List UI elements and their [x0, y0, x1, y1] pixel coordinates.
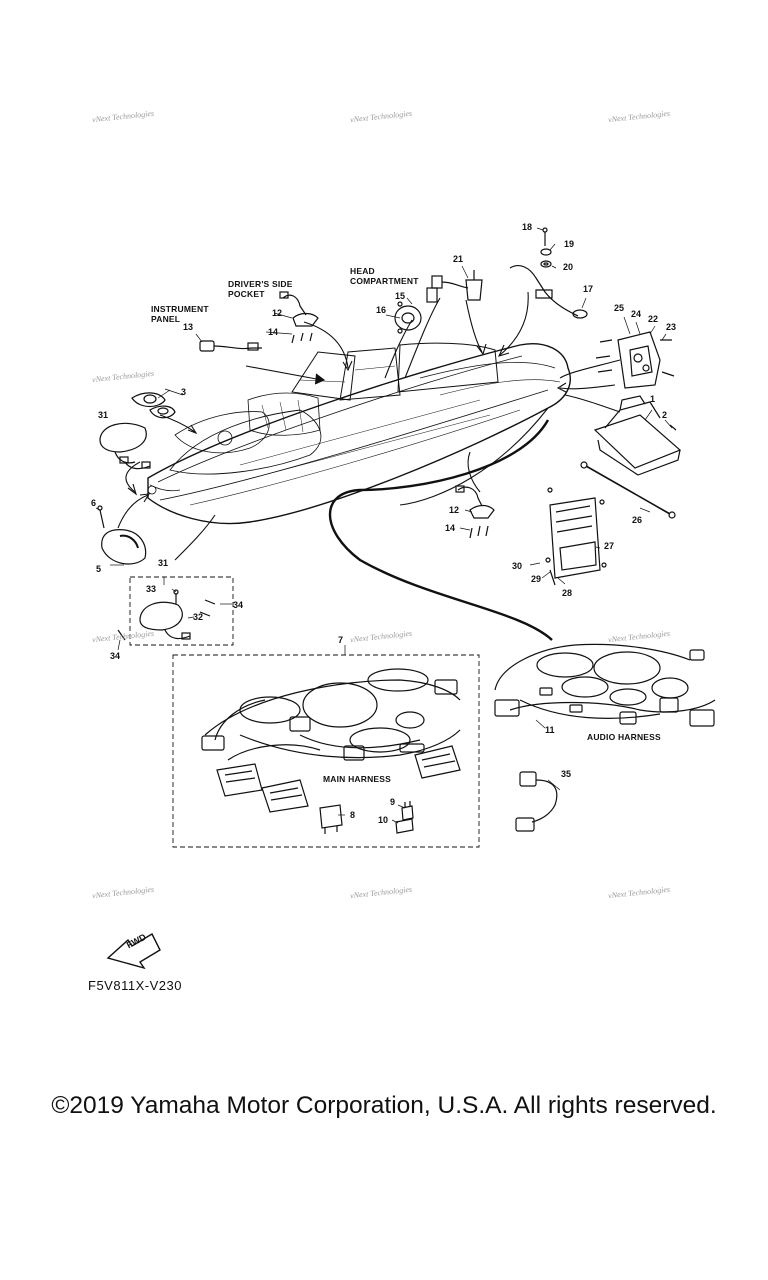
part-number: 34 [233, 600, 244, 610]
part-number: 22 [648, 314, 659, 324]
part-number: 18 [522, 222, 533, 232]
part-number: 30 [512, 561, 523, 571]
part-number: 26 [632, 515, 643, 525]
part-number: 16 [376, 305, 387, 315]
caption-main-harness: MAIN HARNESS [323, 774, 392, 784]
part-5-cap [97, 505, 147, 565]
part-26-rod [580, 461, 676, 519]
caption-audio-harness: AUDIO HARNESS [587, 732, 661, 742]
part-number: 35 [561, 769, 572, 779]
part-12-14-lower [455, 485, 495, 539]
part-number: 34 [110, 651, 121, 661]
part-number: 17 [583, 284, 594, 294]
part-number: 13 [183, 322, 194, 332]
part-number: 14 [445, 523, 456, 533]
part-32-light [117, 589, 216, 641]
part-number: 20 [563, 262, 574, 272]
part-number: 33 [146, 584, 157, 594]
boat-hull [147, 342, 571, 525]
part-number: 27 [604, 541, 615, 551]
part-number: 15 [395, 291, 406, 301]
leader-arrows [117, 291, 621, 641]
part-17-20-antenna [509, 227, 588, 319]
caption-head-compartment: HEAD COMPARTMENT [350, 266, 419, 286]
part-31-light [99, 422, 151, 470]
part-number: 8 [350, 810, 356, 820]
audio-harness-drawing [494, 643, 716, 727]
part-12-14-top [279, 291, 319, 344]
subassembly-box-31 [129, 576, 234, 646]
part-22-25-bracket [595, 331, 675, 389]
fwd-arrow-icon [106, 933, 161, 970]
part-number: 32 [193, 612, 204, 622]
main-harness-drawing [201, 668, 461, 834]
part-13-connector [199, 340, 262, 352]
part-number: 12 [449, 505, 460, 515]
part-number: 23 [666, 322, 677, 332]
part-number: 10 [378, 815, 389, 825]
part-number: 31 [98, 410, 109, 420]
part-number: 31 [158, 558, 169, 568]
part-number: 3 [181, 387, 187, 397]
part-number: 28 [562, 588, 573, 598]
part-number: 21 [453, 254, 464, 264]
part-number: 29 [531, 574, 542, 584]
part-35-adapter [515, 771, 558, 832]
part-3-gauges [131, 392, 176, 419]
part-21-switch [431, 270, 483, 301]
part-27-ecu [545, 487, 607, 586]
part-number: 19 [564, 239, 575, 249]
part-number: 25 [614, 303, 625, 313]
part-number: 7 [338, 635, 344, 645]
part-number: 9 [390, 797, 396, 807]
part-number: 11 [545, 725, 555, 735]
number-leaders [95, 227, 673, 824]
part-1-battery-box [593, 395, 682, 476]
part-number: 14 [268, 327, 279, 337]
caption-instrument-panel: INSTRUMENT PANEL [151, 304, 209, 324]
part-number: 24 [631, 309, 642, 319]
part-code: F5V811X-V230 [88, 978, 182, 993]
part-number: 12 [272, 308, 283, 318]
part-number: 6 [91, 498, 97, 508]
part-number: 2 [662, 410, 668, 420]
part-number: 5 [96, 564, 102, 574]
main-harness-box [172, 654, 480, 848]
part-number: 1 [650, 394, 656, 404]
copyright-notice: ©2019 Yamaha Motor Corporation, U.S.A. A… [51, 1092, 717, 1119]
caption-drivers-side-pocket: DRIVER'S SIDE POCKET [228, 279, 293, 299]
